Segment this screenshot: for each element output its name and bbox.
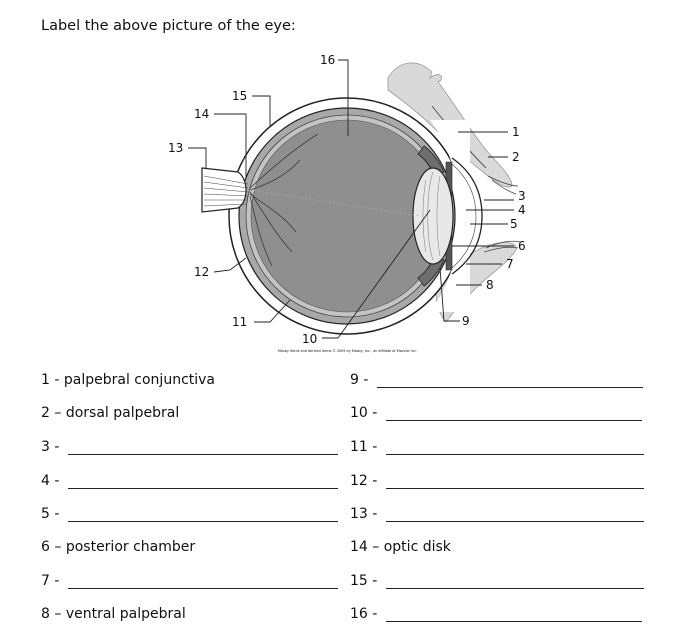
answer-blank[interactable]	[385, 574, 644, 589]
answer-row[interactable]: 2 – dorsal palpebral	[41, 405, 180, 421]
eyelashes	[483, 175, 521, 253]
label-2: 2	[512, 150, 520, 164]
label-1: 1	[512, 125, 520, 139]
answer-number: 10	[350, 405, 368, 421]
answer-text: dorsal palpebral	[65, 405, 180, 421]
label-11: 11	[232, 315, 247, 329]
label-13: 13	[168, 141, 183, 155]
answer-row[interactable]: 10 -	[350, 401, 642, 421]
copyright-credit: Mosby items and derived items © 2009 by …	[278, 349, 417, 353]
answer-blank[interactable]	[67, 507, 338, 522]
cornea	[451, 157, 483, 275]
answer-blank[interactable]	[385, 607, 642, 622]
answer-text: optic disk	[383, 539, 451, 555]
label-12: 12	[194, 265, 209, 279]
answer-blank[interactable]	[385, 507, 644, 522]
leader-lines	[188, 59, 514, 339]
answer-row[interactable]: 1 - palpebral conjunctiva	[41, 372, 216, 388]
cornea-inner	[451, 163, 477, 269]
answer-row[interactable]: 11 -	[350, 435, 644, 455]
answer-number: 3	[41, 439, 50, 455]
answer-number: 2	[41, 405, 50, 421]
answer-number: 15	[350, 573, 368, 589]
answer-blank[interactable]	[67, 474, 338, 489]
label-8: 8	[486, 278, 494, 292]
answer-row[interactable]: 16 -	[350, 602, 642, 622]
answer-number: 1	[41, 372, 50, 388]
answer-number: 11	[350, 439, 368, 455]
answer-number: 14	[350, 539, 368, 555]
answer-blank[interactable]	[376, 373, 643, 388]
answer-row[interactable]: 8 – ventral palpebral	[41, 606, 186, 622]
answer-number: 7	[41, 573, 50, 589]
answer-blank[interactable]	[385, 474, 644, 489]
answer-row[interactable]: 15 -	[350, 569, 644, 589]
answer-row[interactable]: 13 -	[350, 502, 644, 522]
answer-number: 5	[41, 506, 50, 522]
label-6: 6	[518, 239, 526, 253]
label-15: 15	[232, 89, 247, 103]
answer-text: posterior chamber	[65, 539, 196, 555]
retinal-vessels	[249, 133, 319, 267]
anterior-opening	[430, 120, 470, 312]
answer-number: 9	[350, 372, 359, 388]
answer-row[interactable]: 6 – posterior chamber	[41, 539, 196, 555]
answer-row[interactable]: 5 -	[41, 502, 338, 522]
answer-row[interactable]: 4 -	[41, 469, 338, 489]
label-5: 5	[510, 217, 518, 231]
answer-row[interactable]: 7 -	[41, 569, 338, 589]
answer-text: ventral palpebral	[65, 606, 186, 622]
visual-axis	[249, 189, 421, 217]
answer-number: 4	[41, 473, 50, 489]
label-10: 10	[302, 332, 317, 346]
answer-number: 12	[350, 473, 368, 489]
answer-row[interactable]: 9 -	[350, 368, 643, 388]
lens-fibers	[422, 171, 441, 261]
answer-row[interactable]: 14 – optic disk	[350, 539, 451, 555]
answer-number: 6	[41, 539, 50, 555]
label-3: 3	[518, 189, 526, 203]
answer-blank[interactable]	[385, 406, 642, 421]
answer-blank[interactable]	[67, 440, 338, 455]
lens	[412, 167, 454, 265]
worksheet-title: Label the above picture of the eye:	[41, 18, 296, 34]
label-16: 16	[320, 53, 335, 67]
answer-number: 16	[350, 606, 368, 622]
answer-blank[interactable]	[67, 574, 338, 589]
answer-text: palpebral conjunctiva	[63, 372, 216, 388]
answer-row[interactable]: 3 -	[41, 435, 338, 455]
diagram-labels: 1 2 3 4 5 6 7 8 9 10 11 12 13 14 15 16	[168, 53, 526, 346]
label-9: 9	[462, 314, 470, 328]
answer-number: 13	[350, 506, 368, 522]
label-7: 7	[506, 257, 514, 271]
optic-nerve-fibers	[203, 175, 249, 207]
label-4: 4	[518, 203, 526, 217]
label-14: 14	[194, 107, 209, 121]
answer-row[interactable]: 12 -	[350, 469, 644, 489]
answer-number: 8	[41, 606, 50, 622]
answer-blank[interactable]	[385, 440, 644, 455]
